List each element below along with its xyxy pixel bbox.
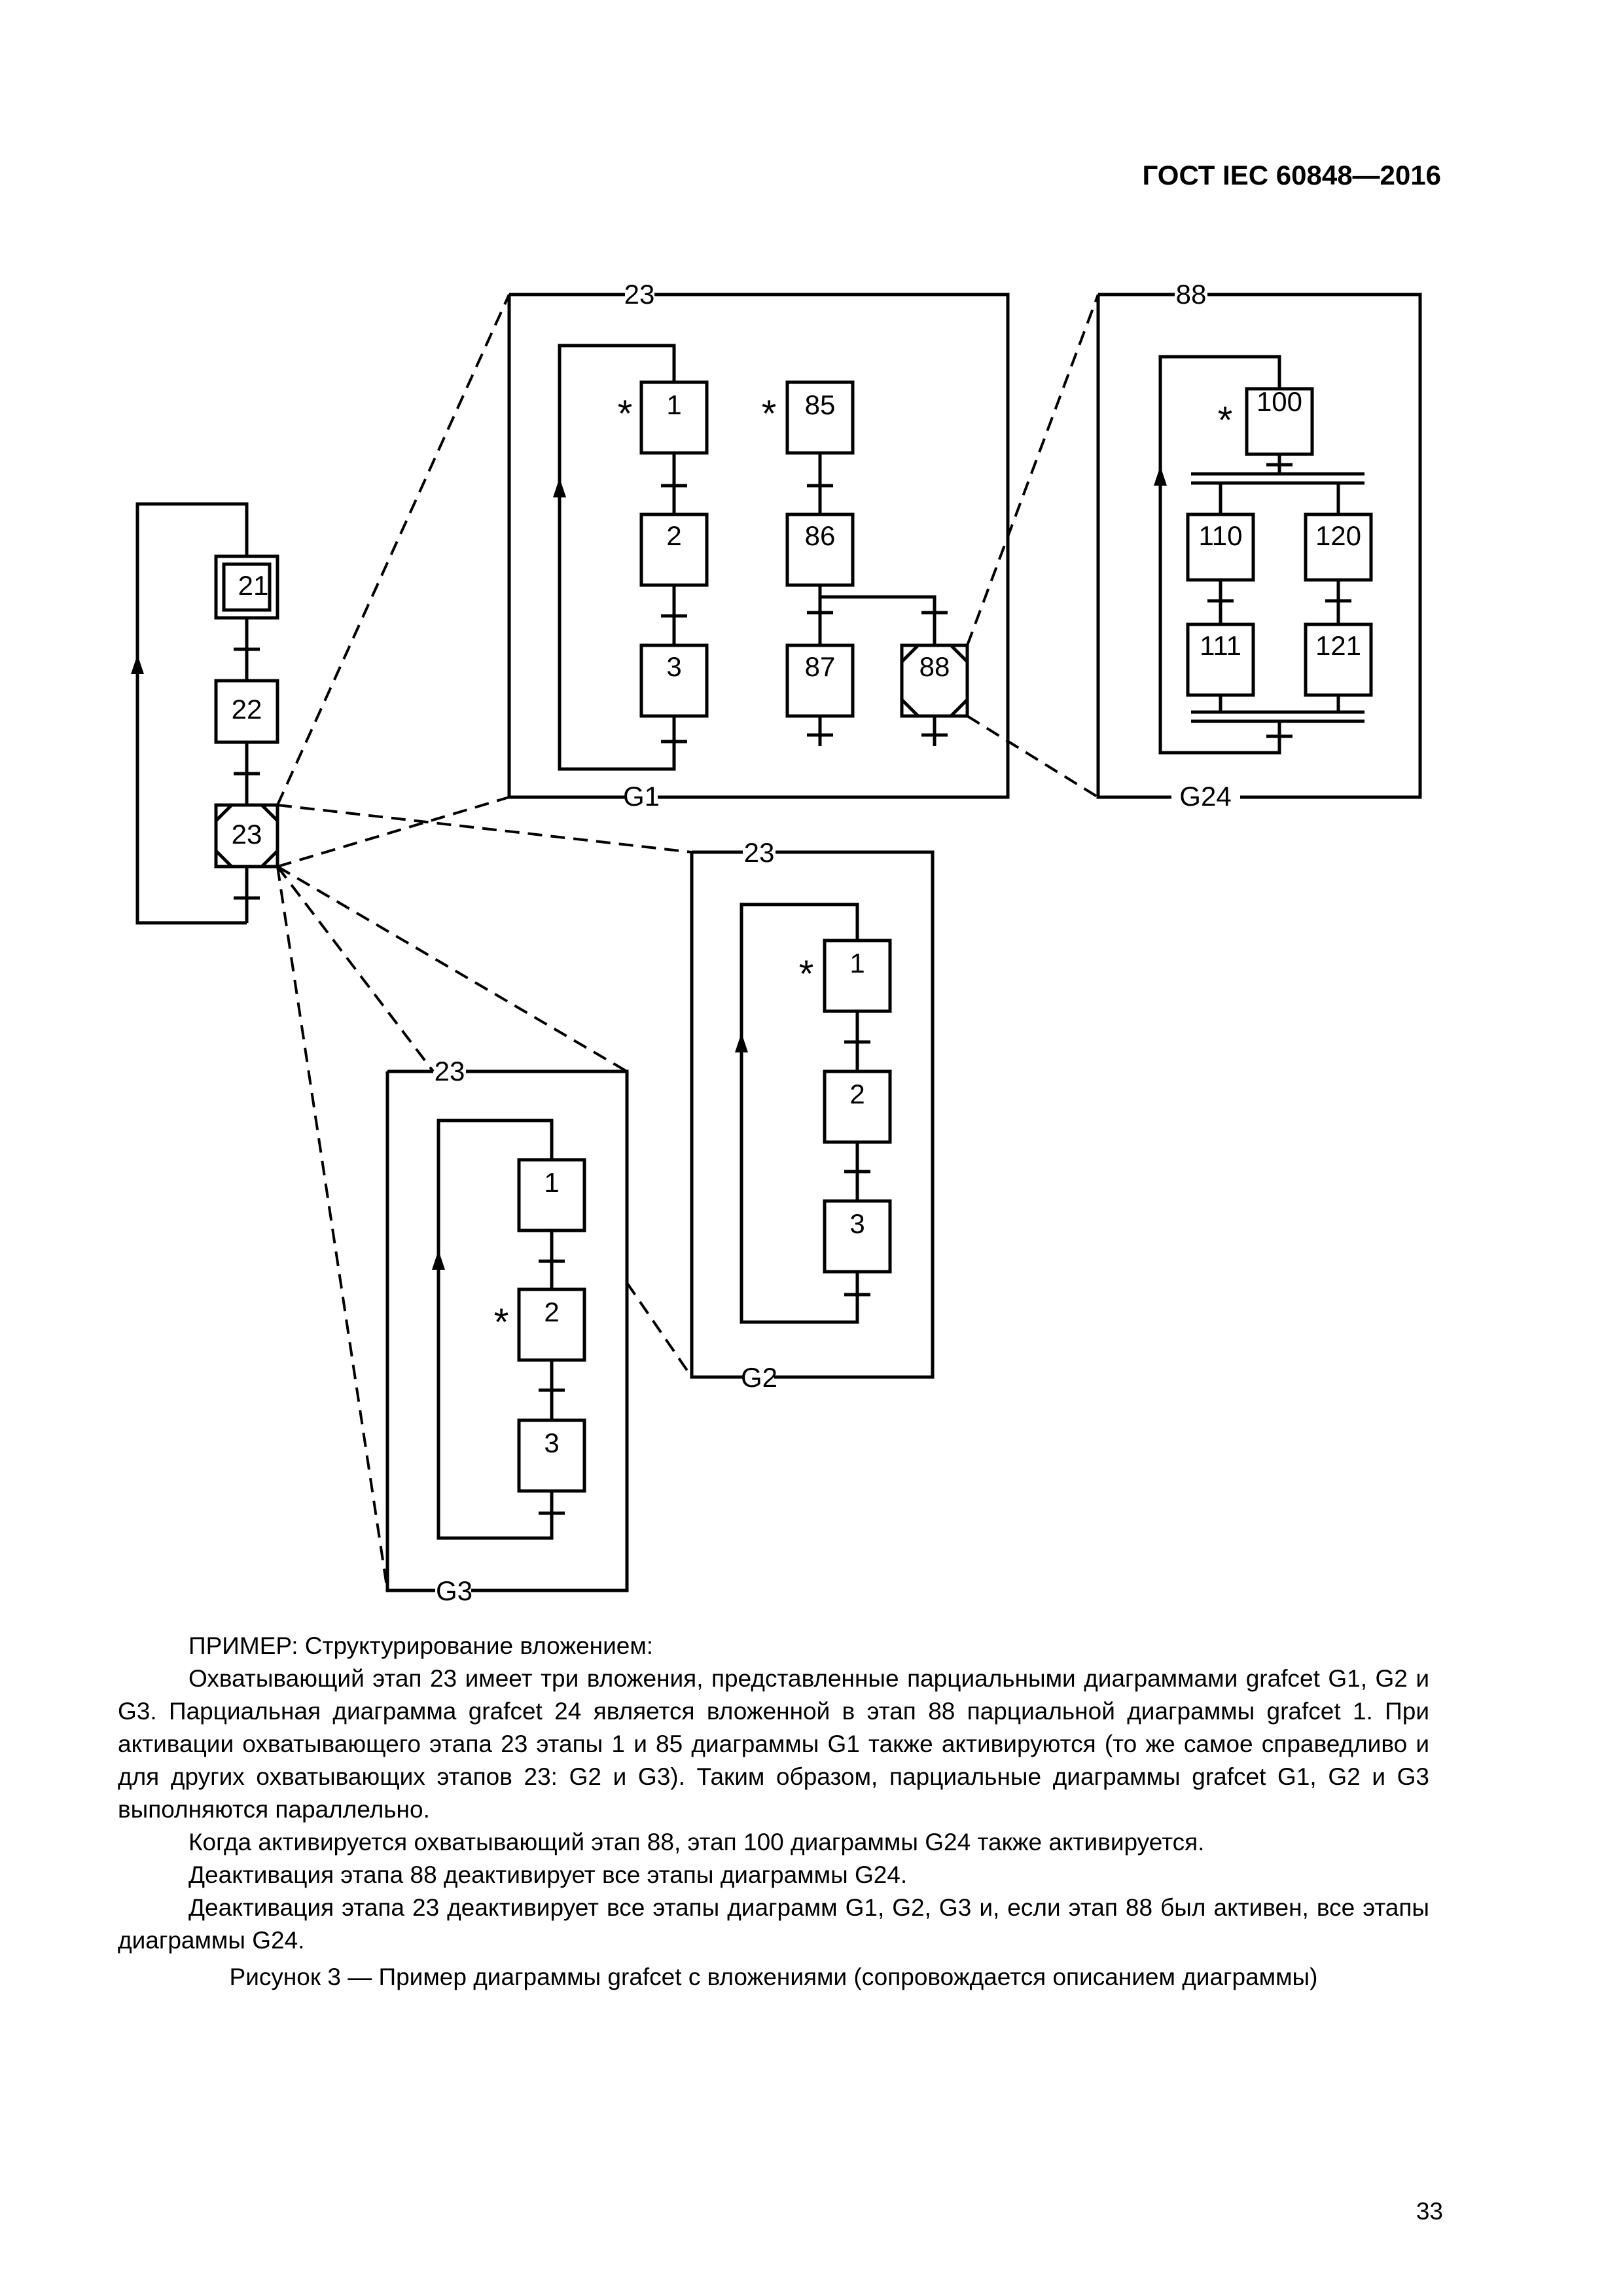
nesting-connectors [276, 294, 1099, 1591]
main-step-23-label: 23 [232, 819, 262, 850]
g2-frame-label: G2 [741, 1362, 777, 1393]
g2-step-1-label: 1 [849, 948, 865, 978]
caption-heading: ПРИМЕР: Структурирование вложением: [188, 1632, 654, 1659]
g3-step-3-label: 3 [544, 1427, 559, 1458]
main-step-22-label: 22 [232, 694, 262, 725]
g24-frame-label: G24 [1179, 781, 1231, 812]
g2-step-label: 23 [744, 837, 775, 868]
g2-step-3-label: 3 [849, 1208, 865, 1239]
caption-paragraph-2: Когда активируется охватывающий этап 88,… [188, 1829, 1205, 1856]
g24-step-110-label: 110 [1199, 520, 1243, 551]
figure-title: Рисунок 3 — Пример диаграммы grafcet с в… [229, 1964, 1318, 1990]
g1-step-86-label: 86 [805, 520, 836, 551]
main-step-21-label: 21 [238, 570, 269, 601]
caption-paragraph-4: Деактивация этапа 23 деактивирует все эт… [118, 1894, 1429, 1954]
g1-step-87-label: 87 [805, 651, 836, 682]
g24-step-121-label: 121 [1315, 630, 1361, 661]
g1-step-label: 23 [624, 279, 655, 310]
g24-step-label: 88 [1176, 279, 1207, 310]
caption-paragraph-3: Деактивация этапа 88 деактивирует все эт… [188, 1861, 908, 1888]
g24-step-100-label: 100 [1257, 386, 1302, 417]
g1-step-85-label: 85 [805, 389, 836, 420]
step-21-initial-inner [222, 562, 272, 612]
g24-step-111-label: 111 [1200, 630, 1241, 661]
g3-step-2-label: 2 [544, 1297, 559, 1327]
g3-frame-label: G3 [436, 1575, 473, 1606]
document-code-header: ГОСТ IEC 60848—2016 [1142, 160, 1441, 190]
g2-initial-marker: * [799, 953, 814, 996]
g3-initial-marker: * [494, 1301, 509, 1344]
g1-step-3-label: 3 [666, 651, 681, 682]
g2-step-2-label: 2 [849, 1079, 865, 1109]
g1-initial-marker-85: * [762, 393, 777, 435]
g24-initial-marker: * [1218, 399, 1233, 442]
g3-step-1-label: 1 [544, 1167, 559, 1198]
page-number: 33 [1416, 2198, 1443, 2225]
g24-step-120-label: 120 [1315, 520, 1361, 551]
g1-frame-label: G1 [623, 781, 660, 812]
caption-paragraph-1: Охватывающий этап 23 имеет три вложения,… [118, 1665, 1429, 1823]
g1-step-88-label: 88 [919, 651, 950, 682]
g1-initial-marker-1: * [618, 393, 633, 435]
figure-caption: ПРИМЕР: Структурирование вложением: Охва… [118, 1630, 1429, 1957]
g3-step-label: 23 [435, 1056, 465, 1086]
main-grafcet [135, 502, 279, 925]
g1-step-2-label: 2 [666, 520, 681, 551]
g1-step-1-label: 1 [666, 389, 681, 420]
